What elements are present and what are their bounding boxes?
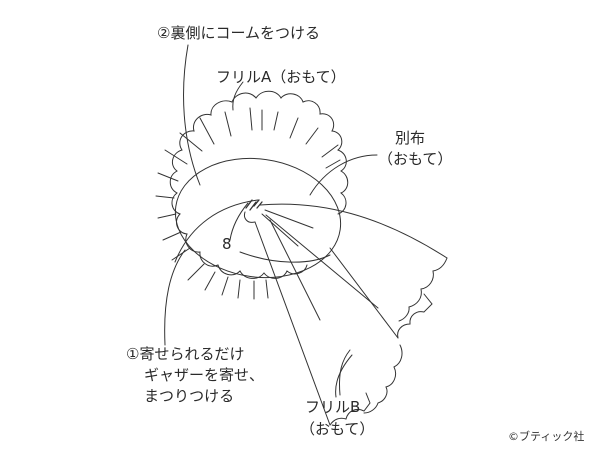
frill-a-outline — [169, 90, 349, 279]
frill-b-label: フリルB — [305, 398, 361, 416]
bessu-sublabel: （おもて） — [378, 150, 453, 168]
bessu-label: 別布 — [395, 129, 426, 147]
inner-fold-lines — [174, 199, 331, 263]
step2-label: ②裏側にコームをつける — [157, 24, 320, 42]
frill-b-ribbon — [254, 203, 448, 426]
copyright-label: ©ブティック社 — [508, 430, 585, 443]
frill-a-label: フリルA（おもて） — [216, 68, 346, 86]
stitch-marks — [245, 199, 263, 211]
frill-b-sublabel: （おもて） — [300, 420, 375, 438]
gather-lines — [155, 107, 341, 300]
step1-label-line1: ①寄せられるだけ — [126, 345, 245, 363]
step1-label-line3: まつりつける — [144, 387, 235, 405]
leader-lines — [164, 44, 378, 396]
step1-label-line2: ギャザーを寄せ、 — [144, 366, 265, 384]
bessu-oval — [174, 157, 342, 279]
number-8-label: 8 — [222, 235, 232, 253]
